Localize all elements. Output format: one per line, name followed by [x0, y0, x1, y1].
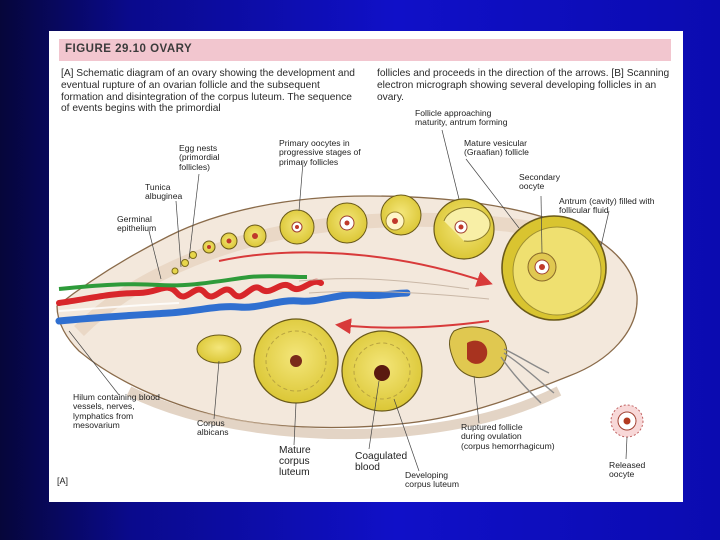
label-mature-corpus-luteum: Mature corpus luteum — [279, 445, 311, 478]
label-hilum: Hilum containing blood vessels, nerves, … — [73, 393, 160, 431]
label-secondary-oocyte: Secondary oocyte — [519, 173, 560, 192]
label-developing-corpus-luteum: Developing corpus luteum — [405, 471, 459, 490]
figure-page: FIGURE 29.10 OVARY [A] Schematic diagram… — [49, 31, 683, 502]
label-coagulated-blood: Coagulated blood — [355, 451, 407, 473]
label-mature-vesicular: Mature vesicular (Graafian) follicle — [464, 139, 529, 158]
label-egg-nests: Egg nests (primordial follicles) — [179, 144, 220, 172]
label-antrum: Antrum (cavity) filled with follicular f… — [559, 197, 655, 216]
mature-corpus-luteum — [254, 319, 338, 403]
label-primary-oocytes: Primary oocytes in progressive stages of… — [279, 139, 361, 167]
panel-label: [A] — [57, 476, 68, 486]
follicle-antrum-forming — [434, 199, 494, 259]
released-oocyte — [611, 405, 643, 437]
graafian-follicle — [502, 216, 606, 320]
ovary-diagram — [49, 31, 683, 502]
label-released-oocyte: Released oocyte — [609, 461, 645, 480]
label-follicle-approaching: Follicle approaching maturity, antrum fo… — [415, 109, 508, 128]
label-ruptured-follicle: Ruptured follicle during ovulation (corp… — [461, 423, 555, 451]
coagulated-blood-body — [342, 331, 422, 411]
label-tunica-albuginea: Tunica albuginea — [145, 183, 182, 202]
corpus-albicans — [197, 335, 241, 363]
label-corpus-albicans: Corpus albicans — [197, 419, 229, 438]
label-germinal-epithelium: Germinal epithelium — [117, 215, 156, 234]
